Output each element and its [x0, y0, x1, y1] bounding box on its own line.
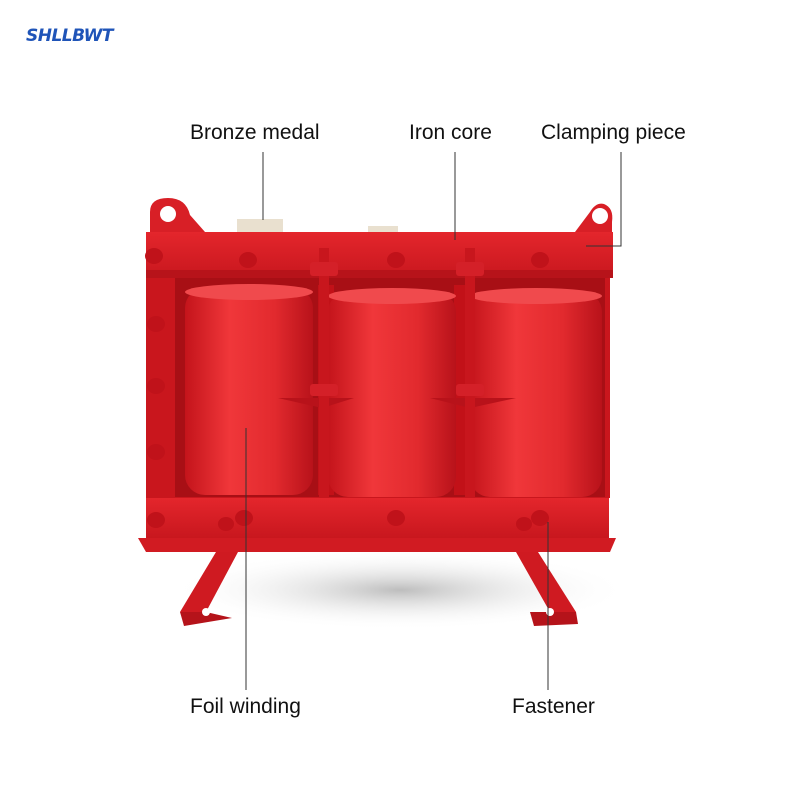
side-bolts: [147, 316, 165, 460]
foot-right: [516, 552, 578, 626]
lifting-eye-right: [575, 203, 613, 236]
foil-winding-coil-2: [328, 288, 456, 497]
iron-core-label: Iron core: [409, 121, 492, 144]
top-bolts: [145, 248, 549, 268]
foil-winding-coil-1: [185, 284, 313, 495]
floor-shadow: [170, 550, 630, 630]
clamping-piece-label: Clamping piece: [541, 121, 686, 144]
bronze-medal-label: Bronze medal: [190, 121, 320, 144]
lifting-eye-left: [150, 198, 205, 232]
callout-lines: [245, 152, 622, 690]
bronze-medal-plate: [237, 219, 283, 233]
foot-left: [180, 552, 238, 626]
fastener-label: Fastener: [512, 695, 595, 718]
fastener-bolts: [147, 510, 549, 531]
brand-logo: SHLLBWT: [26, 26, 114, 46]
foil-winding-coil-3: [470, 288, 602, 497]
foil-winding-label: Foil winding: [190, 695, 301, 718]
